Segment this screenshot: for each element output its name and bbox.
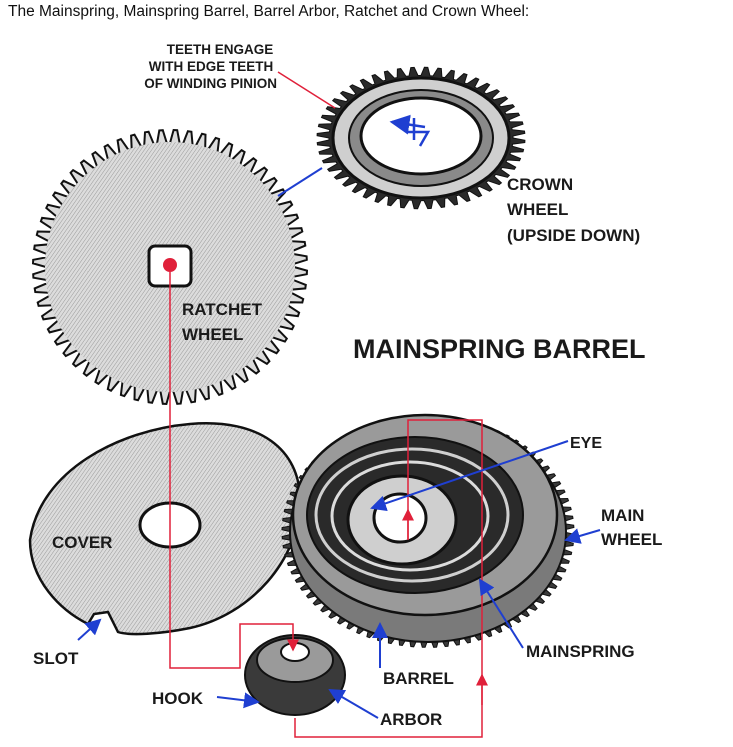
- arbor-hub: [280, 642, 310, 662]
- pointer-slot: [77, 618, 102, 641]
- label-crown-wheel: CROWN WHEEL (UPSIDE DOWN): [507, 175, 640, 245]
- crown-wheel: [316, 66, 526, 210]
- pointer-hook: [216, 692, 260, 709]
- label-teeth-engage: TEETH ENGAGE WITH EDGE TEETH OF WINDING …: [144, 42, 277, 91]
- barrel-arbor: [244, 634, 346, 716]
- pointer-eye: [370, 440, 569, 512]
- label-cover: COVER: [52, 533, 112, 552]
- pointer-arbor: [328, 688, 379, 719]
- label-mainspring-barrel: MAINSPRING BARREL: [353, 334, 646, 364]
- barrel-eye: [372, 492, 428, 544]
- crown-wheel-hole: [359, 96, 483, 176]
- label-arbor: ARBOR: [380, 710, 442, 729]
- label-eye: EYE: [570, 435, 602, 452]
- pointer-ratchet-crown: [277, 167, 323, 197]
- figure-caption: The Mainspring, Mainspring Barrel, Barre…: [8, 3, 530, 20]
- label-barrel: BARREL: [383, 669, 454, 688]
- label-main-wheel: MAIN WHEEL: [601, 506, 662, 549]
- mainspring-coils: [314, 447, 510, 583]
- pointer-teeth-engage: [277, 71, 336, 109]
- ratchet-wheel: [31, 128, 309, 406]
- label-slot: SLOT: [33, 649, 79, 668]
- barrel-cover: [28, 422, 302, 636]
- assembly-line-ratchet-to-arbor: [169, 272, 299, 669]
- crown-wheel-direction-arrow: [389, 114, 431, 147]
- pointer-main-wheel: [564, 528, 601, 544]
- label-ratchet-wheel: RATCHET WHEEL: [182, 300, 267, 344]
- ratchet-wheel-center-dot: [163, 258, 177, 272]
- mainspring-barrel: [281, 413, 575, 648]
- label-hook: HOOK: [152, 689, 204, 708]
- pointer-lines: [77, 71, 601, 719]
- pointer-mainspring: [478, 578, 524, 649]
- label-mainspring: MAINSPRING: [526, 642, 635, 661]
